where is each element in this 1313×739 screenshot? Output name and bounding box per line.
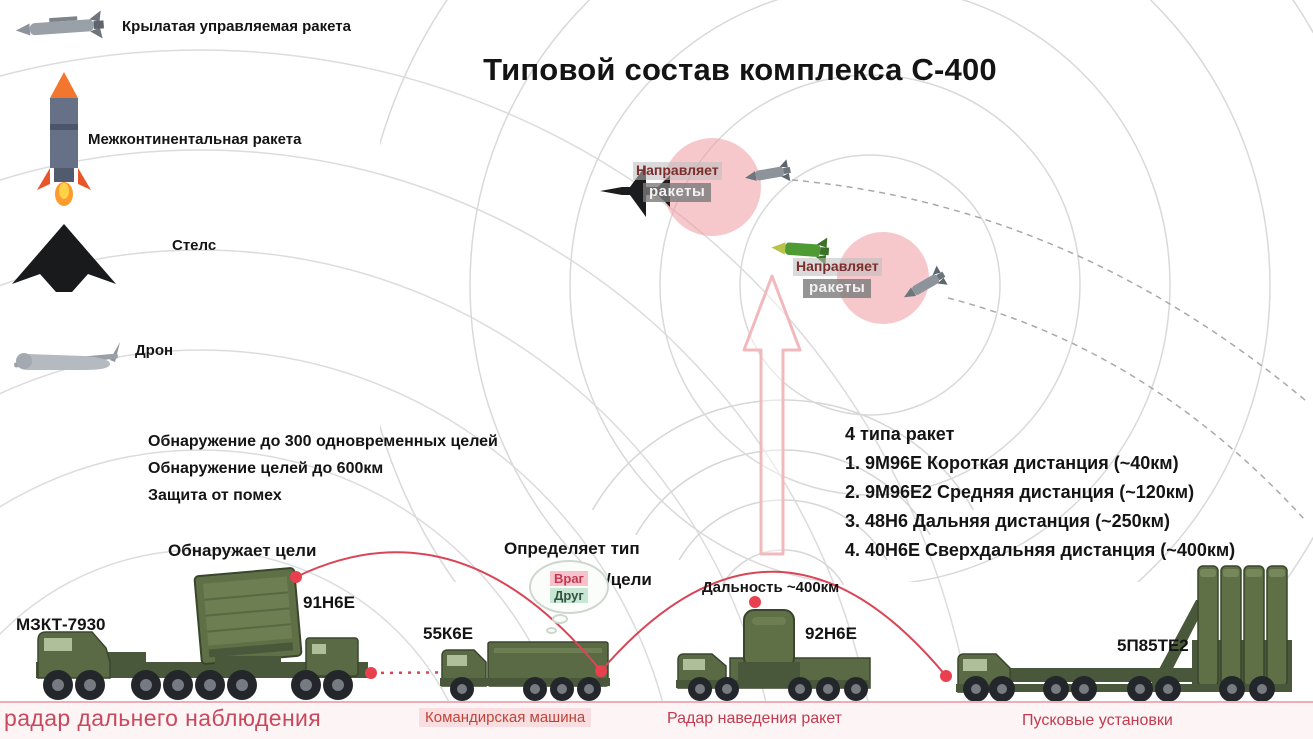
missile-type-item: 2. 9М96Е2 Средняя дистанция (~120км): [845, 482, 1195, 502]
surveillance-range-arcs: [0, 49, 976, 739]
enemy-aircraft-icon: [600, 165, 673, 217]
vehicle-name-91n6e: 91Н6Е: [303, 593, 355, 612]
vehicle-name-92n6e: 92Н6Е: [805, 624, 857, 643]
threat-label-icbm: Межконтинентальная ракета: [88, 131, 302, 148]
friend-or-foe-bubble: Враг Друг: [529, 560, 609, 614]
missile-trajectory-lines: [791, 179, 1306, 521]
icbm-icon: [37, 72, 91, 206]
caption-launchers: Пусковые установки: [1022, 712, 1173, 729]
directs-line2: ракеты: [803, 279, 872, 298]
interceptor-missile-icon-2: [904, 265, 948, 298]
launch-arrow: [742, 274, 802, 556]
callout-determines-type-2: /цели: [606, 570, 652, 589]
chassis-name-mzkt: МЗКТ-7930: [16, 615, 106, 634]
missile-type-item: 1. 9М96Е Короткая дистанция (~40км): [845, 453, 1179, 473]
command-link-nodes: [290, 571, 952, 682]
intercept-ripple-arcs: [380, 0, 1313, 582]
stealth-aircraft-icon: [12, 224, 116, 292]
caption-long-range-radar: радар дальнего наблюдения: [4, 705, 322, 731]
threat-label-stealth: Стелс: [172, 237, 217, 254]
command-link-lines: [295, 551, 947, 677]
capability-line: Обнаружение целей до 600км: [148, 460, 384, 477]
vehicle-92n6e: [676, 609, 871, 701]
dotted-link-line: [371, 669, 599, 675]
bubble-tail: [552, 614, 568, 624]
missile-types-block: 4 типа ракет 1. 9М96Е Короткая дистанция…: [845, 420, 1235, 565]
caption-command-vehicle: Командирская машина: [419, 708, 592, 727]
directs-missiles-label-2: Направляет ракеты: [793, 257, 882, 298]
directs-line1: Направляет: [793, 258, 882, 276]
missile-type-item: 3. 48Н6 Дальняя дистанция (~250км): [845, 511, 1170, 531]
bubble-enemy-label: Враг: [550, 571, 588, 586]
directs-line2: ракеты: [643, 183, 712, 202]
vehicle-55k6e: [440, 641, 610, 701]
cruise-missile-icon: [15, 10, 104, 39]
vehicle-name-5p85te2: 5П85ТЕ2: [1117, 636, 1189, 655]
caption-guidance-radar: Радар наведения ракет: [667, 710, 843, 727]
capability-line: Обнаружение до 300 одновременных целей: [148, 433, 498, 450]
bubble-tail: [546, 627, 557, 634]
vehicle-name-55k6e: 55К6Е: [423, 624, 474, 643]
directs-missiles-label-1: Направляет ракеты: [633, 161, 722, 202]
capability-line: Защита от помех: [148, 487, 282, 504]
drone-icon: [14, 342, 120, 370]
callout-determines-type: Определяет тип: [504, 539, 640, 558]
threat-label-cruise: Крылатая управляемая ракета: [122, 18, 351, 35]
green-missile-icon: [771, 237, 830, 266]
directs-line1: Направляет: [633, 162, 722, 180]
interceptor-missile-icon-1: [745, 159, 791, 182]
callout-range-400km: Дальность ~400км: [702, 579, 840, 596]
bubble-friend-label: Друг: [550, 588, 588, 603]
callout-detects-targets: Обнаружает цели: [168, 541, 317, 560]
page-title: Типовой состав комплекса С-400: [483, 52, 997, 87]
threat-label-drone: Дрон: [135, 342, 174, 359]
capabilities-block: Обнаружение до 300 одновременных целей О…: [148, 428, 498, 509]
ground-band: [0, 701, 1313, 739]
vehicle-5p85te2: [956, 565, 1292, 702]
missile-types-heading: 4 типа ракет: [845, 424, 955, 444]
missile-type-item: 4. 40Н6Е Сверхдальняя дистанция (~400км): [845, 540, 1236, 560]
vehicle-91n6e: [36, 567, 368, 700]
